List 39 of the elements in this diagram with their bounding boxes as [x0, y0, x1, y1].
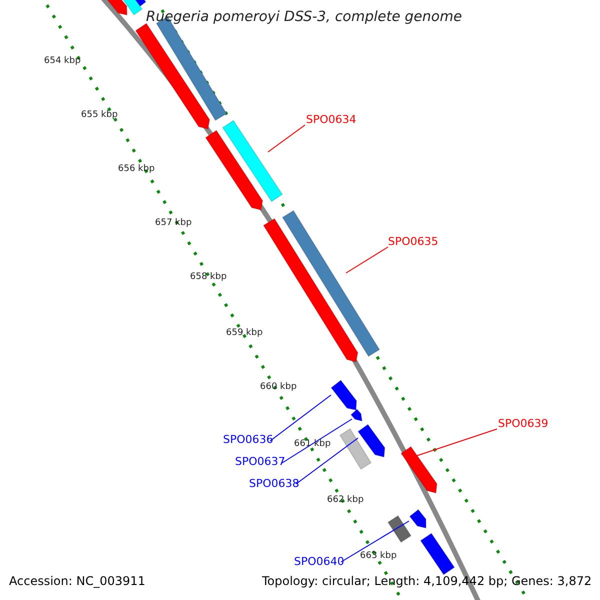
scale-label: 659 kbp: [226, 329, 263, 338]
scale-label: 662 kbp: [327, 496, 364, 505]
gene-label: SPO0634: [306, 114, 356, 125]
leader-line: [296, 438, 358, 484]
gene-label: SPO0635: [388, 236, 438, 247]
gene-label: SPO0637: [235, 456, 286, 467]
gene-block: [409, 508, 426, 529]
scale-label: 658 kbp: [190, 273, 227, 282]
scale-label: 655 kbp: [81, 111, 118, 120]
leader-line: [340, 520, 410, 562]
gene-block: [262, 218, 358, 363]
scale-label: 654 kbp: [44, 57, 81, 66]
leader-line: [346, 246, 388, 274]
gene-label: SPO0636: [223, 434, 274, 445]
gene-block: [339, 428, 372, 470]
genome-info: Accession: NC_003911: [9, 575, 146, 587]
scale-label: 663 kbp: [360, 552, 397, 561]
scale-label: 660 kbp: [260, 383, 297, 392]
gene-label: SPO0639: [498, 418, 548, 429]
gene-label: SPO0638: [249, 478, 300, 489]
genome-info: Topology: circular; Length: 4,109,442 bp; Genes: 3,872: [262, 575, 592, 587]
scale-label: 657 kbp: [155, 219, 192, 228]
gene-block: [134, 22, 210, 130]
gene-block: [350, 408, 363, 422]
gene-block: [282, 210, 380, 358]
gene-block: [204, 130, 264, 211]
scale-label: 656 kbp: [118, 165, 155, 174]
scale-label: 661 kbp: [294, 440, 331, 449]
leader-line: [282, 418, 352, 464]
title: Ruegeria pomeroyi DSS-3, complete genome: [146, 10, 462, 24]
gene-block: [400, 446, 438, 494]
gene-label: SPO0640: [294, 556, 344, 567]
gene-block: [387, 515, 412, 543]
leader-line: [270, 394, 332, 442]
gene-block: [420, 532, 456, 576]
gene-block: [330, 380, 357, 411]
gene-block: [357, 424, 386, 458]
leader-line: [268, 124, 306, 152]
gene-block: [222, 120, 284, 202]
